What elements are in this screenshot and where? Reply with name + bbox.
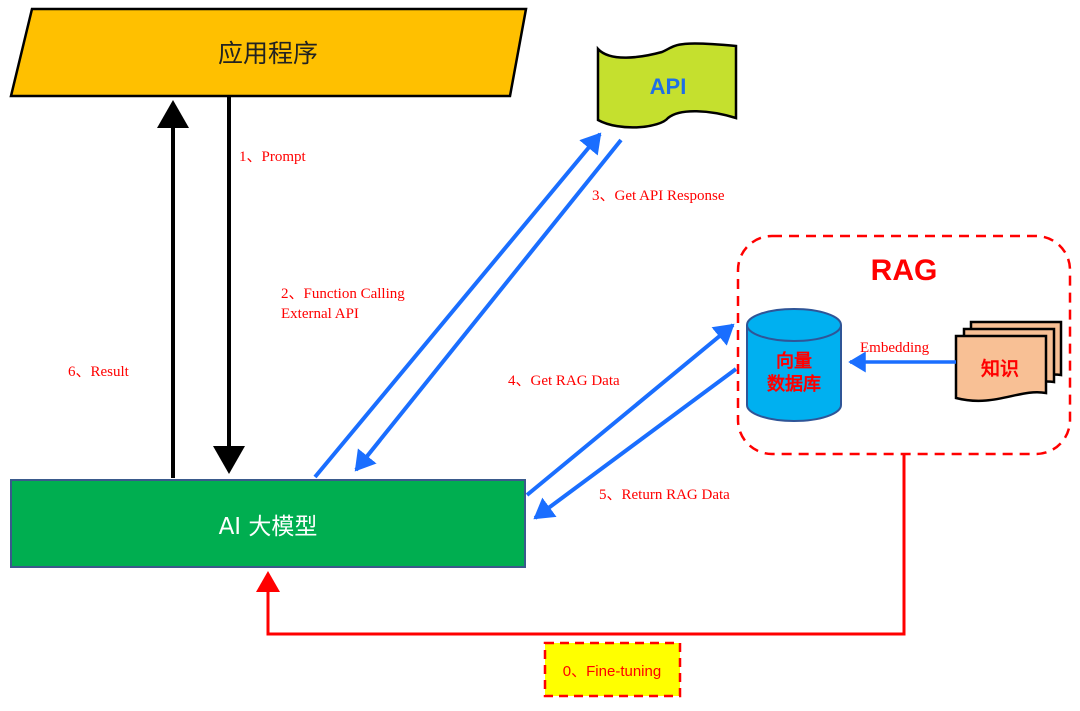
embedding-label: Embedding [860, 340, 930, 356]
return-rag-arrow [533, 367, 738, 520]
llm-shape [10, 479, 526, 568]
vector-db-node[interactable]: 向量 数据库 [746, 308, 842, 422]
rag-boundary [736, 234, 1072, 456]
function-calling-arrow [313, 132, 602, 479]
rag-title: RAG [871, 254, 938, 287]
rag-container[interactable]: RAG 向量 数据库 知识 Embedding [736, 234, 1072, 456]
knowledge-label: 知识 [981, 357, 1019, 380]
prompt-label: 1、Prompt [239, 149, 307, 165]
api-label: API [650, 74, 687, 99]
result-label: 6、Result [68, 364, 130, 380]
fine-tuning-label: 0、Fine-tuning [563, 663, 661, 680]
api-response-label: 3、Get API Response [592, 188, 725, 204]
llm-node[interactable]: AI 大模型 [10, 479, 526, 568]
llm-label: AI 大模型 [219, 514, 318, 540]
fine-tuning-shape [543, 641, 682, 698]
app-node[interactable]: 应用程序 [9, 7, 528, 98]
function-calling-label-line2: External API [281, 306, 359, 322]
function-calling-label-line1: 2、Function Calling [281, 286, 405, 302]
get-rag-arrow [525, 323, 735, 497]
api-shape [596, 42, 738, 129]
knowledge-node[interactable]: 知识 [954, 320, 1063, 403]
fine-tuning-node[interactable]: 0、Fine-tuning [543, 641, 682, 698]
fine-tune-arrow [256, 455, 906, 636]
api-response-arrow [354, 138, 623, 472]
vector-db-body [746, 325, 842, 422]
vector-db-label-line2: 数据库 [767, 373, 821, 395]
vector-db-label-line1: 向量 [776, 350, 812, 372]
app-shape [9, 7, 528, 98]
get-rag-label: 4、Get RAG Data [508, 373, 620, 389]
function-calling-label: 2、Function Calling External API [281, 286, 409, 322]
vector-db-top [746, 308, 842, 342]
knowledge-page-1 [954, 334, 1048, 403]
api-node[interactable]: API [596, 42, 738, 129]
app-label: 应用程序 [218, 39, 318, 68]
return-rag-label: 5、Return RAG Data [599, 487, 730, 503]
